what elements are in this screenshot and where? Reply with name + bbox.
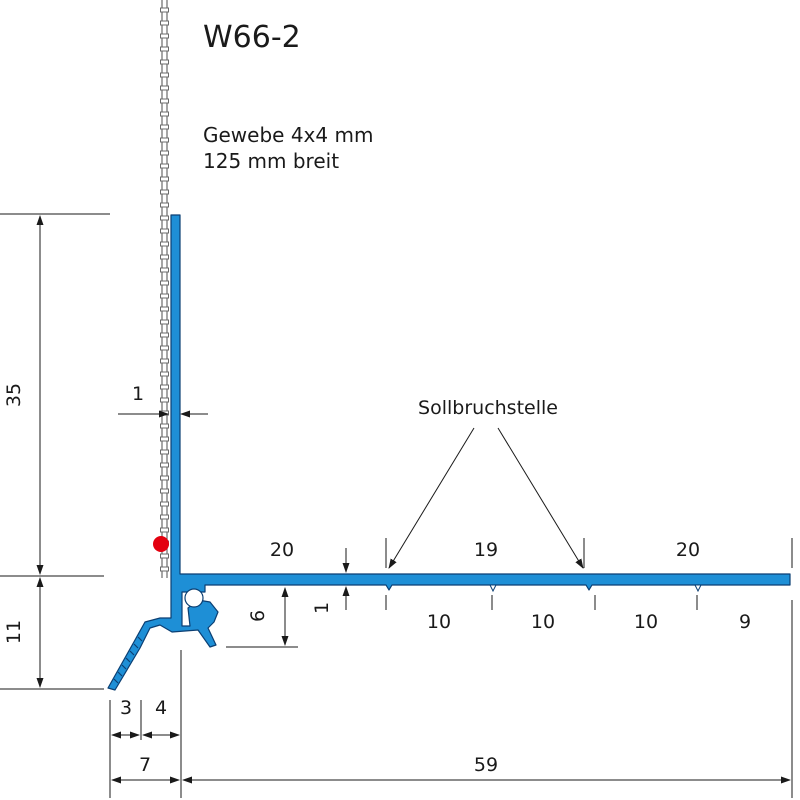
mesh-node: [160, 85, 169, 91]
profile-hollow-chamber: [184, 588, 204, 608]
profile-serrations: [113, 636, 143, 684]
mesh-node: [160, 176, 169, 182]
dim-seg-bot-1: 10: [427, 611, 451, 633]
mesh-node: [160, 59, 169, 65]
mesh-node: [160, 111, 169, 117]
mesh-node: [160, 553, 169, 559]
dim-w4: 4: [155, 697, 167, 719]
fabric-label-line1: Gewebe 4x4 mm: [203, 123, 373, 147]
dim-seg-bot-2: 10: [531, 611, 555, 633]
dim-seg-top-2: 19: [474, 539, 498, 561]
dim-nose-height: 6: [247, 610, 269, 622]
mesh-node: [160, 189, 169, 195]
mesh-node: [160, 514, 169, 520]
fabric-mesh: [160, 0, 169, 578]
mesh-node: [160, 241, 169, 247]
mesh-node: [160, 423, 169, 429]
mesh-node: [160, 7, 169, 13]
dim-seg-bot-4: 9: [739, 611, 751, 633]
callout-label: Sollbruchstelle: [418, 397, 558, 419]
mesh-node: [160, 33, 169, 39]
dim-seg-top-1: 20: [270, 539, 294, 561]
mesh-node: [160, 332, 169, 338]
mesh-node: [160, 280, 169, 286]
mesh-node: [160, 319, 169, 325]
mesh-node: [160, 436, 169, 442]
mesh-node: [160, 449, 169, 455]
mesh-node: [160, 397, 169, 403]
mesh-node: [160, 475, 169, 481]
dim-flange-thickness: 1: [311, 602, 333, 614]
red-marker: [153, 536, 169, 552]
dim-thickness: 1: [132, 383, 144, 405]
mesh-node: [160, 98, 169, 104]
mesh-node: [160, 254, 169, 260]
mesh-node: [160, 462, 169, 468]
mesh-node: [160, 20, 169, 26]
mesh-node: [160, 566, 169, 572]
callout-leaders: [388, 427, 584, 569]
mesh-node: [160, 150, 169, 156]
mesh-node: [160, 228, 169, 234]
dim-height-base: 11: [3, 620, 25, 644]
dimension-lines: [36, 215, 791, 784]
mesh-node: [160, 72, 169, 78]
mesh-node: [160, 306, 169, 312]
mesh-node: [160, 215, 169, 221]
fabric-label-line2: 125 mm breit: [203, 149, 339, 173]
drawing-title: W66-2: [203, 20, 301, 55]
mesh-node: [160, 371, 169, 377]
mesh-node: [160, 345, 169, 351]
mesh-nodes: [160, 7, 169, 572]
dim-height-leg: 35: [3, 383, 25, 407]
profile-section: [107, 214, 791, 691]
mesh-node: [160, 137, 169, 143]
mesh-node: [160, 202, 169, 208]
mesh-node: [160, 124, 169, 130]
mesh-node: [160, 358, 169, 364]
dim-w7: 7: [139, 754, 151, 776]
dim-w3: 3: [120, 697, 132, 719]
mesh-node: [160, 293, 169, 299]
mesh-node: [160, 527, 169, 533]
mesh-node: [160, 501, 169, 507]
mesh-node: [160, 46, 169, 52]
profile-body: [107, 214, 791, 691]
break-notches: [489, 584, 702, 593]
dim-seg-top-3: 20: [676, 539, 700, 561]
extension-lines: [0, 213, 793, 798]
dim-seg-bot-3: 10: [634, 611, 658, 633]
dim-width-total: 59: [474, 754, 498, 776]
mesh-node: [160, 384, 169, 390]
mesh-node: [160, 488, 169, 494]
mesh-node: [160, 267, 169, 273]
mesh-node: [160, 163, 169, 169]
